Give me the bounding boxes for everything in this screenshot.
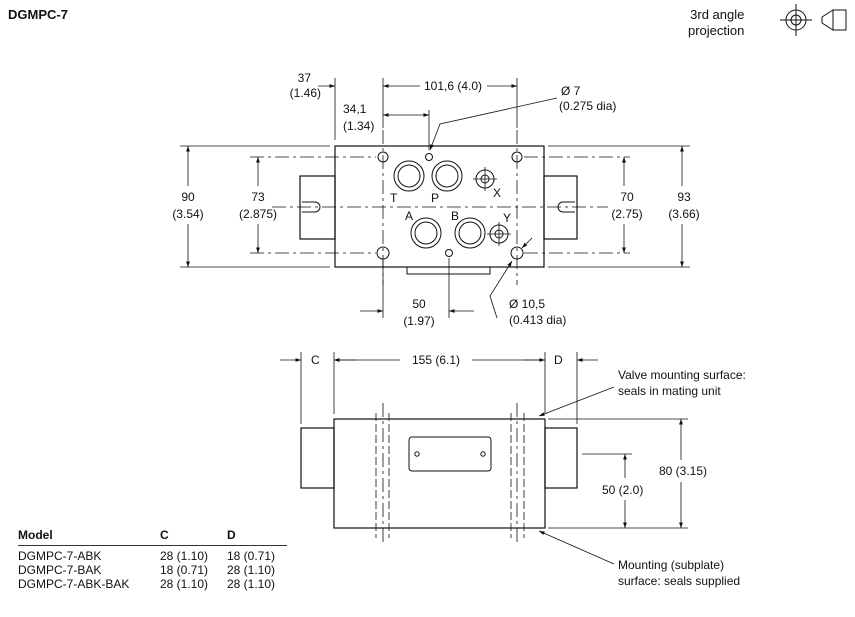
dim-93: 93 [677, 190, 691, 204]
hole-10-inch: (0.413 dia) [509, 313, 566, 327]
projection-label-line1: 3rd angle [690, 7, 745, 22]
table-cell-model: DGMPC-7-ABK [18, 549, 102, 563]
mounting-surface-note-line1: Valve mounting surface: [618, 368, 746, 382]
dim-90: 90 [181, 190, 195, 204]
right-solenoid [543, 175, 578, 240]
header-d: D [227, 528, 287, 546]
side-body-outline [333, 418, 546, 529]
port-t-label: T [390, 191, 398, 205]
dim-34-inch: (1.34) [343, 119, 374, 133]
dim-155: 155 (6.1) [412, 353, 460, 367]
dim-90-inch: (3.54) [172, 207, 203, 221]
dim-80: 80 (3.15) [659, 464, 707, 478]
side-view [280, 352, 688, 565]
dim-70-inch: (2.75) [611, 207, 642, 221]
table-cell-d: 28 (1.10) [227, 577, 276, 591]
mounting-hole [511, 151, 523, 163]
port-a-label: A [405, 209, 413, 223]
dim-50-side: 50 (2.0) [602, 483, 643, 497]
model-dimension-table: Model C D DGMPC-7-ABK 28 (1.10) 18 (0.71… [18, 528, 287, 591]
port-p-label: P [431, 191, 439, 205]
mounting-hole [376, 246, 390, 260]
table-cell-c: 18 (0.71) [160, 563, 209, 577]
mounting-hole [377, 151, 389, 163]
projection-label: 3rd angle projection [688, 7, 744, 39]
port-b-label: B [451, 209, 459, 223]
mounting-hole [510, 246, 524, 260]
dim-37-inch: (1.46) [290, 86, 321, 100]
hole-7-inch: (0.275 dia) [559, 99, 616, 113]
drawing-title: DGMPC-7 [8, 7, 68, 22]
dim-50-inch: (1.97) [403, 314, 434, 328]
port-b [454, 217, 486, 249]
table-cell-c: 28 (1.10) [160, 549, 209, 563]
table-cell-model: DGMPC-7-BAK [18, 563, 102, 577]
port-x-label: X [493, 186, 501, 200]
port-p [431, 160, 463, 192]
subplate-note-line2: surface: seals supplied [618, 574, 740, 588]
subplate-note-line1: Mounting (subplate) [618, 558, 724, 572]
table-cell-model: DGMPC-7-ABK-BAK [18, 577, 130, 591]
table-cell-c: 28 (1.10) [160, 577, 209, 591]
dim-73: 73 [251, 190, 265, 204]
dim-93-inch: (3.66) [668, 207, 699, 221]
dim-d-label: D [554, 353, 563, 367]
header-model: Model [18, 528, 160, 546]
dim-101: 101,6 (4.0) [424, 79, 482, 93]
dim-50: 50 [412, 297, 426, 311]
hole-7-label: Ø 7 [561, 84, 581, 98]
projection-label-line2: projection [688, 23, 745, 38]
side-right-solenoid [544, 427, 578, 489]
dim-c-label: C [311, 353, 320, 367]
port-a [410, 217, 442, 249]
dim-37: 37 [298, 71, 312, 85]
name-plate [408, 436, 492, 472]
dim-34: 34,1 [343, 102, 367, 116]
third-angle-projection-icon [780, 4, 847, 36]
top-view [180, 78, 690, 319]
left-solenoid [299, 175, 336, 240]
header-c: C [160, 528, 227, 546]
locating-pin [445, 249, 453, 257]
table-header-row: Model C D [18, 528, 287, 546]
port-y-label: Y [503, 211, 511, 225]
table-cell-d: 18 (0.71) [227, 549, 276, 563]
table-row: DGMPC-7-BAK 18 (0.71) 28 (1.10) [18, 563, 287, 577]
table-cell-d: 28 (1.10) [227, 563, 276, 577]
port-t [393, 160, 425, 192]
table-row: DGMPC-7-ABK-BAK 28 (1.10) 28 (1.10) [18, 577, 287, 591]
mounting-surface-note-line2: seals in mating unit [618, 384, 721, 398]
hole-10-label: Ø 10,5 [509, 297, 545, 311]
dim-73-inch: (2.875) [239, 207, 277, 221]
dim-70: 70 [620, 190, 634, 204]
table-row: DGMPC-7-ABK 28 (1.10) 18 (0.71) [18, 546, 287, 564]
side-left-solenoid [300, 427, 335, 489]
locating-pin [425, 153, 433, 161]
